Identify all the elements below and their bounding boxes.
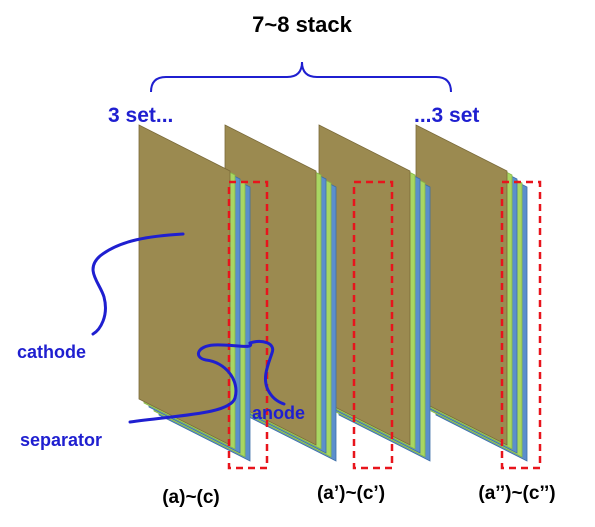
set-label-left: 3 set...	[108, 104, 173, 127]
electrode-group-1	[138, 124, 269, 470]
separator-pointer-line	[128, 341, 253, 424]
electrode-group-3	[318, 124, 431, 462]
caption-group-2: (a’)~(c’)	[317, 483, 385, 504]
separator-label: separator	[20, 430, 102, 450]
cathode-label: cathode	[17, 342, 86, 362]
highlight-box	[352, 180, 394, 470]
caption-group-1: (a)~(c)	[162, 487, 220, 508]
top-brace	[150, 61, 452, 93]
anode-label: anode	[252, 403, 305, 423]
anode-pointer-line	[248, 339, 286, 406]
highlight-box	[227, 180, 269, 470]
set-label-right: ...3 set	[414, 104, 479, 127]
electrode-group-4	[415, 124, 542, 470]
highlight-box	[500, 180, 542, 470]
cathode-pointer-line	[91, 232, 185, 336]
cathode-plate	[138, 124, 231, 446]
caption-group-3: (a’’)~(c’’)	[478, 483, 555, 504]
stack-title: 7~8 stack	[252, 12, 352, 37]
